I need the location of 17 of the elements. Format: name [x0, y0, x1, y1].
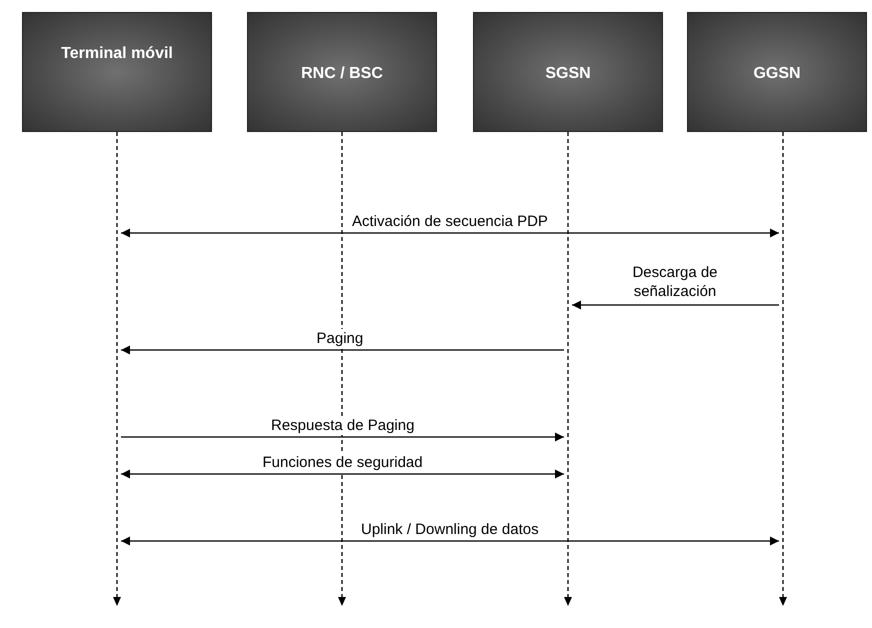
message-arrow	[121, 470, 564, 478]
participant-label: SGSN	[545, 65, 591, 84]
participant-box	[687, 12, 867, 132]
participant-label: RNC / BSC	[301, 65, 383, 84]
message-arrow	[572, 300, 779, 310]
participant-box	[247, 12, 437, 132]
participant-label: Terminal móvil	[61, 45, 173, 64]
participant-label: GGSN	[753, 65, 801, 84]
message-arrow	[121, 432, 564, 442]
message-arrow	[121, 346, 564, 354]
lifeline-arrow	[564, 132, 572, 606]
message-arrow	[121, 536, 779, 546]
lifeline-arrow	[113, 132, 121, 606]
participant-box	[22, 12, 212, 132]
lifeline-arrow	[779, 132, 787, 606]
participant-box	[473, 12, 663, 132]
message-arrow	[121, 228, 779, 238]
